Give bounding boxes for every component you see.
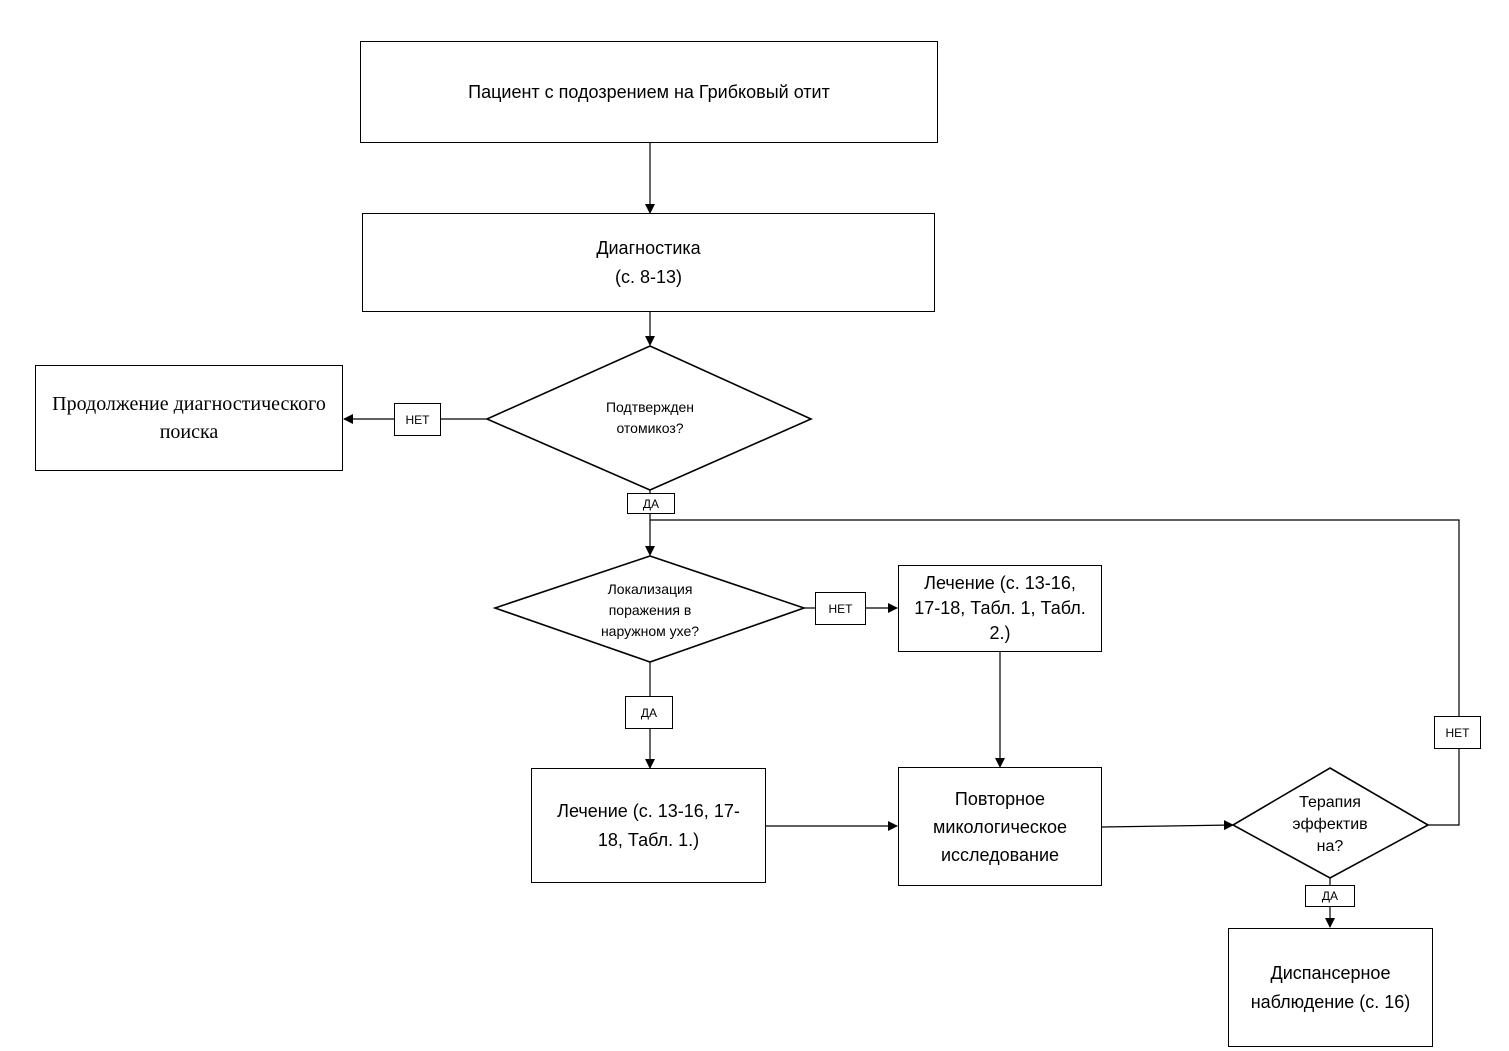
label-no-confirmed: НЕТ [394, 403, 441, 436]
treatment-tab1-text: Лечение (с. 13-16, 17- 18, Табл. 1.) [557, 800, 740, 850]
label-no-location: НЕТ [815, 592, 866, 625]
repeat-myco-box: Повторное микологическое исследование [898, 767, 1102, 886]
diagnostics-text: Диагностика (с. 8-13) [596, 237, 701, 287]
treatment-tab12-box: Лечение (с. 13-16, 17-18, Табл. 1, Табл.… [898, 565, 1102, 652]
start-text: Пациент с подозрением на Грибковый отит [468, 81, 830, 102]
loop-therapy-no [650, 519, 1460, 826]
label-yes-confirmed: ДА [627, 493, 675, 514]
label-yes-location: ДА [625, 696, 673, 729]
treatment-tab1-box: Лечение (с. 13-16, 17- 18, Табл. 1.) [531, 768, 766, 883]
decision-confirmed-shape [485, 345, 813, 491]
dispensary-text: Диспансерное наблюдение (с. 16) [1250, 962, 1411, 1012]
continue-search-box: Продолжение диагностического поиска [35, 365, 343, 471]
label-yes-therapy: ДА [1305, 885, 1355, 907]
treatment-tab12-text: Лечение (с. 13-16, 17-18, Табл. 1, Табл.… [914, 573, 1086, 643]
diagnostics-box: Диагностика (с. 8-13) [362, 213, 935, 312]
location-question: Локализация поражения в наружном ухе? [600, 580, 700, 639]
repeat-myco-text: Повторное микологическое исследование [933, 788, 1067, 865]
decision-location-shape [492, 555, 807, 663]
label-no-therapy: НЕТ [1434, 716, 1481, 749]
confirmed-question: Подтвержден отомикоз? [605, 399, 695, 436]
arrow-repeat-to-therapy [1101, 820, 1234, 831]
start-box: Пациент с подозрением на Грибковый отит [360, 41, 938, 143]
continue-search-text: Продолжение диагностического поиска [52, 393, 326, 443]
dispensary-box: Диспансерное наблюдение (с. 16) [1228, 928, 1433, 1047]
decision-therapy-shape [1231, 767, 1430, 879]
therapy-question: Терапия эффектив на? [1292, 794, 1368, 855]
